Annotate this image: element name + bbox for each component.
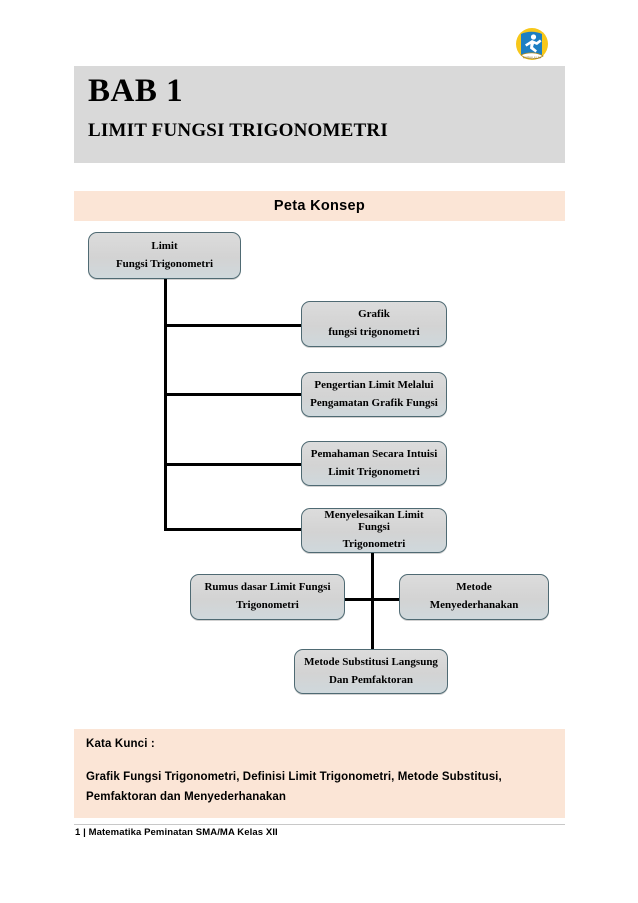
- node-line: Menyelesaikan Limit Fungsi: [324, 509, 424, 533]
- node-line: Pengertian Limit Melalui: [314, 378, 434, 391]
- keywords-label: Kata Kunci :: [86, 738, 155, 750]
- connector-branch-grafik: [164, 324, 303, 327]
- keywords-text: Grafik Fungsi Trigonometri, Definisi Lim…: [86, 771, 502, 804]
- node-line: Pengamatan Grafik Fungsi: [310, 396, 438, 409]
- flowchart-node-metode: Metode Menyederhanakan: [399, 574, 549, 620]
- connector-branch-pengertian: [164, 393, 303, 396]
- node-line: Menyederhanakan: [429, 599, 519, 611]
- chapter-number: BAB 1: [88, 73, 184, 109]
- connector-menyelesaikan-trunk: [371, 552, 374, 650]
- node-line: Fungsi Trigonometri: [115, 257, 214, 270]
- concept-map-title: Peta Konsep: [273, 198, 366, 214]
- flowchart-node-pemahaman: Pemahaman Secara Intuisi Limit Trigonome…: [301, 441, 447, 486]
- connector-branch-rumus: [344, 598, 374, 601]
- node-line: Grafik: [358, 308, 390, 321]
- chapter-header-band: BAB 1 LIMIT FUNGSI TRIGONOMETRI: [74, 66, 565, 163]
- flowchart-node-root: Limit Fungsi Trigonometri: [88, 232, 241, 279]
- connector-branch-metode: [371, 598, 400, 601]
- flowchart-node-rumus: Rumus dasar Limit Fungsi Trigonometri: [190, 574, 345, 620]
- node-line: Trigonometri: [236, 599, 299, 611]
- concept-map-band: Peta Konsep: [74, 191, 565, 221]
- footer-text: 1 | Matematika Peminatan SMA/MA Kelas XI…: [75, 827, 278, 838]
- node-line: Rumus dasar Limit Fungsi: [204, 581, 331, 594]
- keywords-band: Kata Kunci : Grafik Fungsi Trigonometri,…: [74, 729, 565, 818]
- node-line: Limit Trigonometri: [328, 465, 420, 478]
- chapter-title: LIMIT FUNGSI TRIGONOMETRI: [88, 120, 388, 141]
- node-line: fungsi trigonometri: [328, 326, 420, 338]
- node-line: Metode: [456, 581, 492, 594]
- node-line: Limit: [151, 239, 178, 252]
- flowchart-node-menyelesaikan: Menyelesaikan Limit Fungsi Trigonometri: [301, 508, 447, 553]
- svg-text:KURIKULUM: KURIKULUM: [523, 55, 542, 59]
- node-line: Trigonometri: [342, 538, 406, 551]
- footer-divider: [74, 824, 565, 825]
- connector-branch-pemahaman: [164, 463, 303, 466]
- connector-root-trunk: [164, 278, 167, 530]
- running-figure-logo-icon: KURIKULUM: [508, 22, 556, 70]
- flowchart-node-substitusi: Metode Substitusi Langsung Dan Pemfaktor…: [294, 649, 448, 694]
- node-line: Dan Pemfaktoran: [328, 673, 414, 686]
- flowchart-node-pengertian: Pengertian Limit Melalui Pengamatan Graf…: [301, 372, 447, 417]
- flowchart-node-grafik: Grafik fungsi trigonometri: [301, 301, 447, 347]
- node-line: Metode Substitusi Langsung: [304, 655, 438, 668]
- node-line: Pemahaman Secara Intuisi: [310, 447, 438, 460]
- connector-branch-menyelesaikan: [164, 528, 303, 531]
